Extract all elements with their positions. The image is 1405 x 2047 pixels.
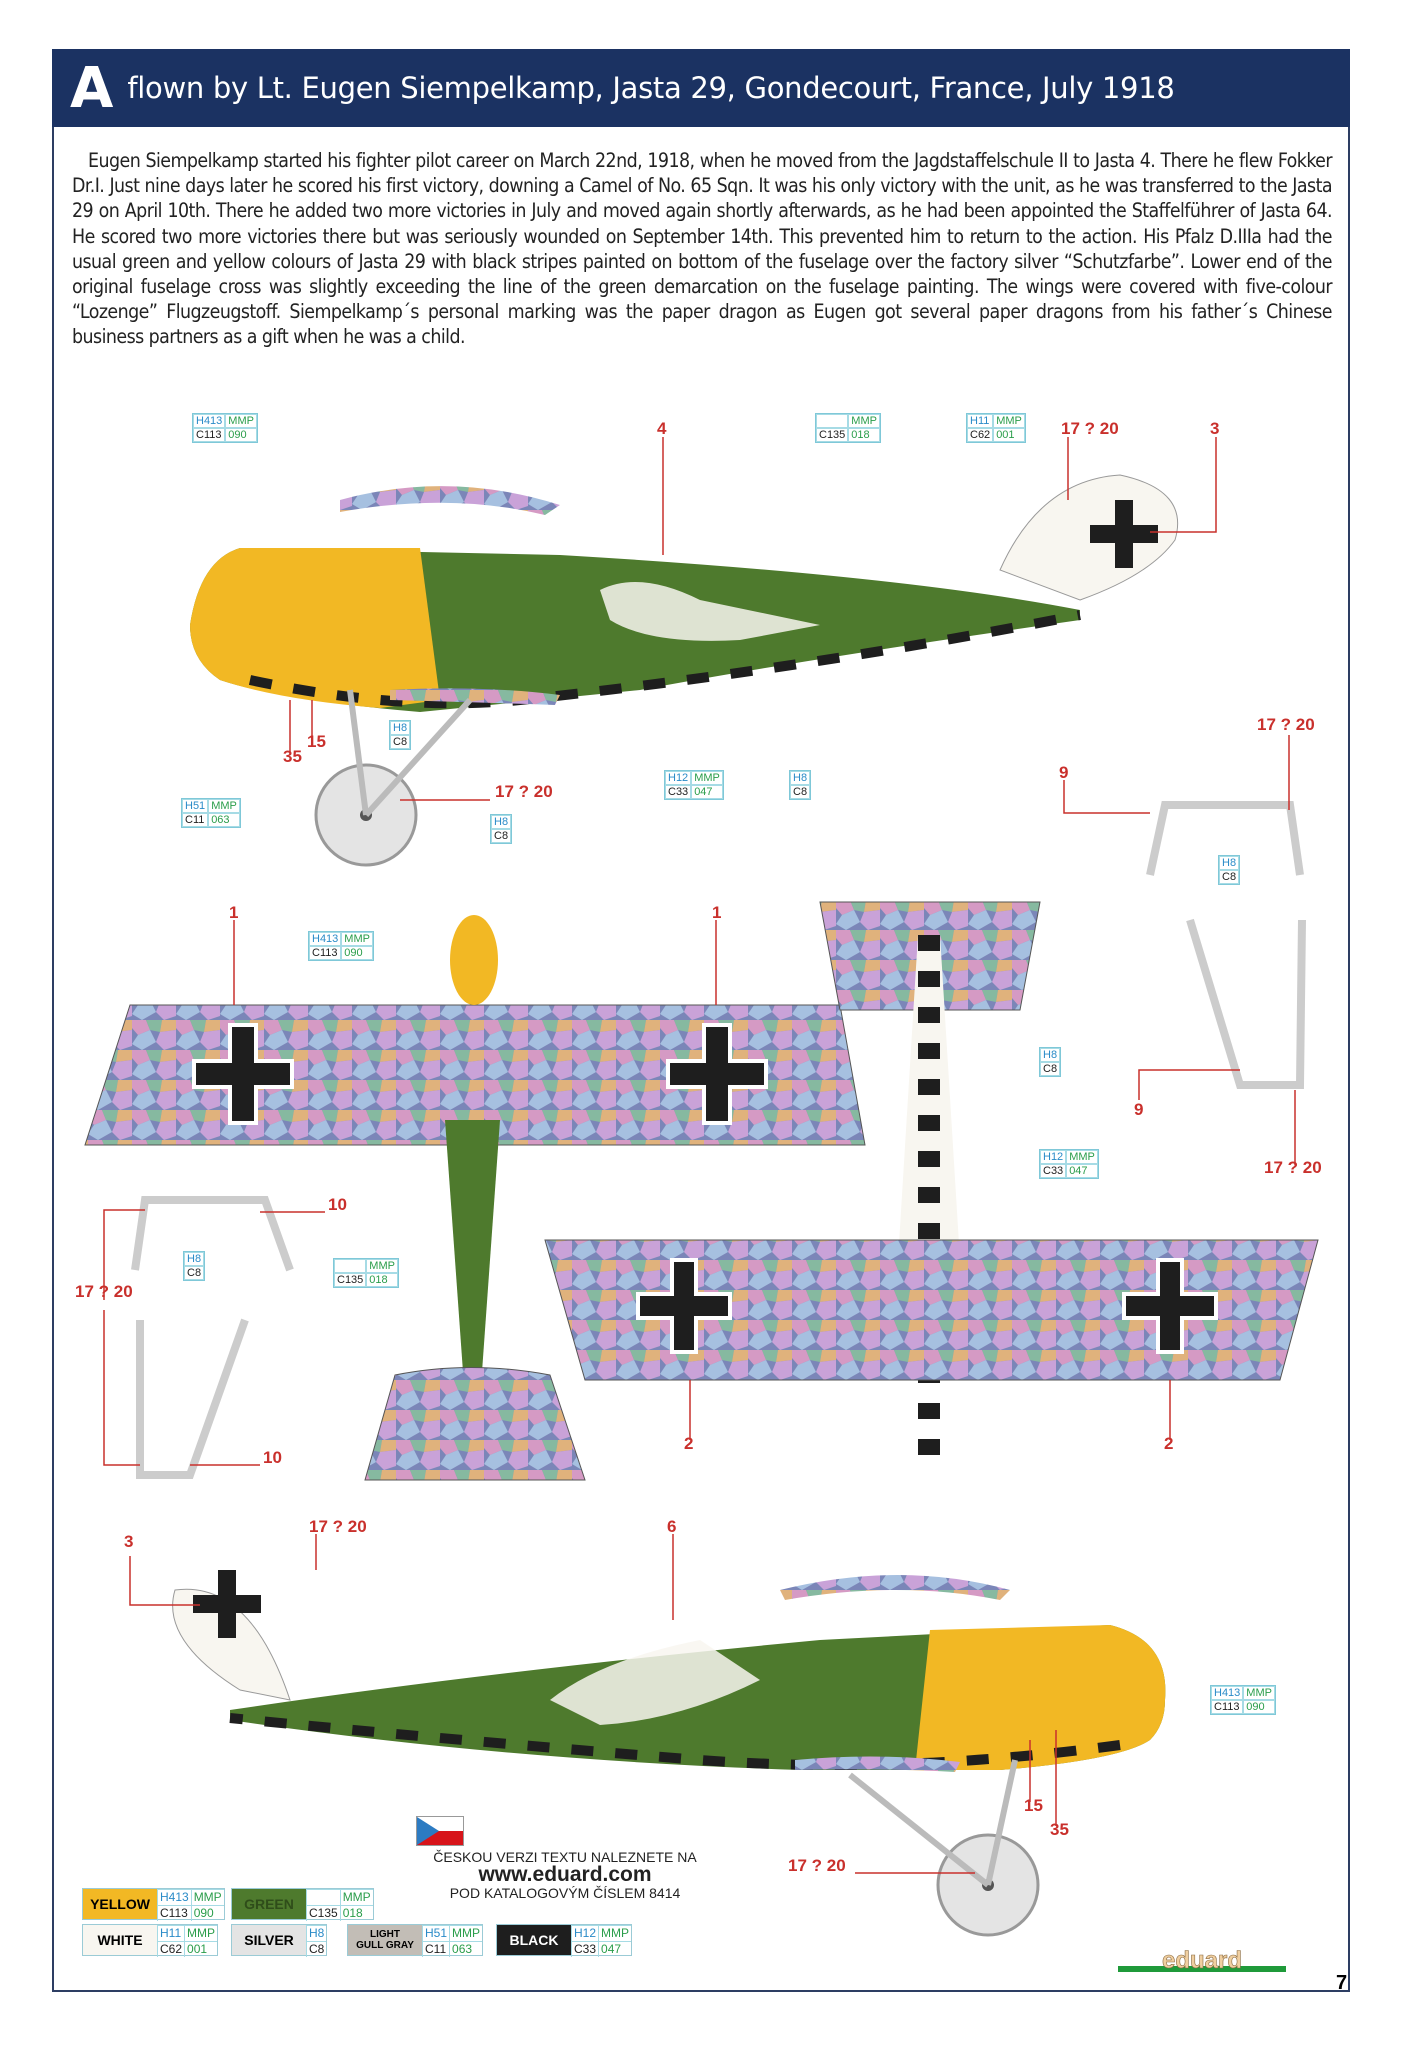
callout-3: 3	[124, 1532, 134, 1551]
callout-9: 9	[1059, 763, 1069, 782]
callout-35: 35	[1050, 1820, 1069, 1839]
strut-details	[131, 801, 1306, 1479]
profile-description: Eugen Siempelkamp started his fighter pi…	[72, 149, 1333, 349]
callout-15: 15	[307, 732, 326, 751]
callout-2: 2	[1164, 1434, 1174, 1453]
callout-1: 1	[229, 903, 239, 922]
callout-4: 4	[657, 419, 667, 438]
callout-2: 2	[684, 1434, 694, 1453]
page-number: 7	[1336, 1972, 1348, 1994]
side-view-left	[190, 474, 1179, 867]
callout-17-20: 17 ? 20	[309, 1517, 367, 1536]
callout-10: 10	[328, 1195, 347, 1214]
eduard-logo: eduard	[1118, 1947, 1286, 1974]
callout-17-20: 17 ? 20	[1061, 419, 1119, 438]
profile-header: A flown by Lt. Eugen Siempelkamp, Jasta …	[52, 49, 1350, 127]
callout-17-20: 17 ? 20	[495, 782, 553, 801]
czech-line-1: ČESKOU VERZI TEXTU NALEZNETE NA	[433, 1849, 697, 1865]
callout-15: 15	[1024, 1796, 1043, 1815]
callout-17-20: 17 ? 20	[1257, 715, 1315, 734]
leader-lines	[103, 437, 1296, 1874]
profile-title: flown by Lt. Eugen Siempelkamp, Jasta 29…	[127, 71, 1175, 105]
callout-17-20: 17 ? 20	[1264, 1158, 1322, 1177]
callout-17-20: 17 ? 20	[75, 1282, 133, 1301]
callout-17-20: 17 ? 20	[788, 1856, 846, 1875]
bottom-view	[544, 901, 1319, 1460]
callout-10: 10	[263, 1448, 282, 1467]
callout-6: 6	[667, 1517, 677, 1536]
svg-text:eduard: eduard	[1162, 1950, 1242, 1972]
callout-35: 35	[283, 747, 302, 766]
callout-9: 9	[1134, 1100, 1144, 1119]
czech-note: ČESKOU VERZI TEXTU NALEZNETE NA www.edua…	[400, 1848, 730, 1902]
czech-line-2: POD KATALOGOVÝM ČÍSLEM 8414	[449, 1885, 681, 1901]
side-view-right	[172, 1570, 1166, 1937]
callout-3: 3	[1210, 419, 1220, 438]
eduard-url[interactable]: www.eduard.com	[478, 1863, 652, 1886]
profile-letter: A	[70, 55, 114, 121]
czech-flag-icon	[416, 1816, 464, 1846]
callout-1: 1	[712, 903, 722, 922]
top-view	[84, 915, 866, 1481]
